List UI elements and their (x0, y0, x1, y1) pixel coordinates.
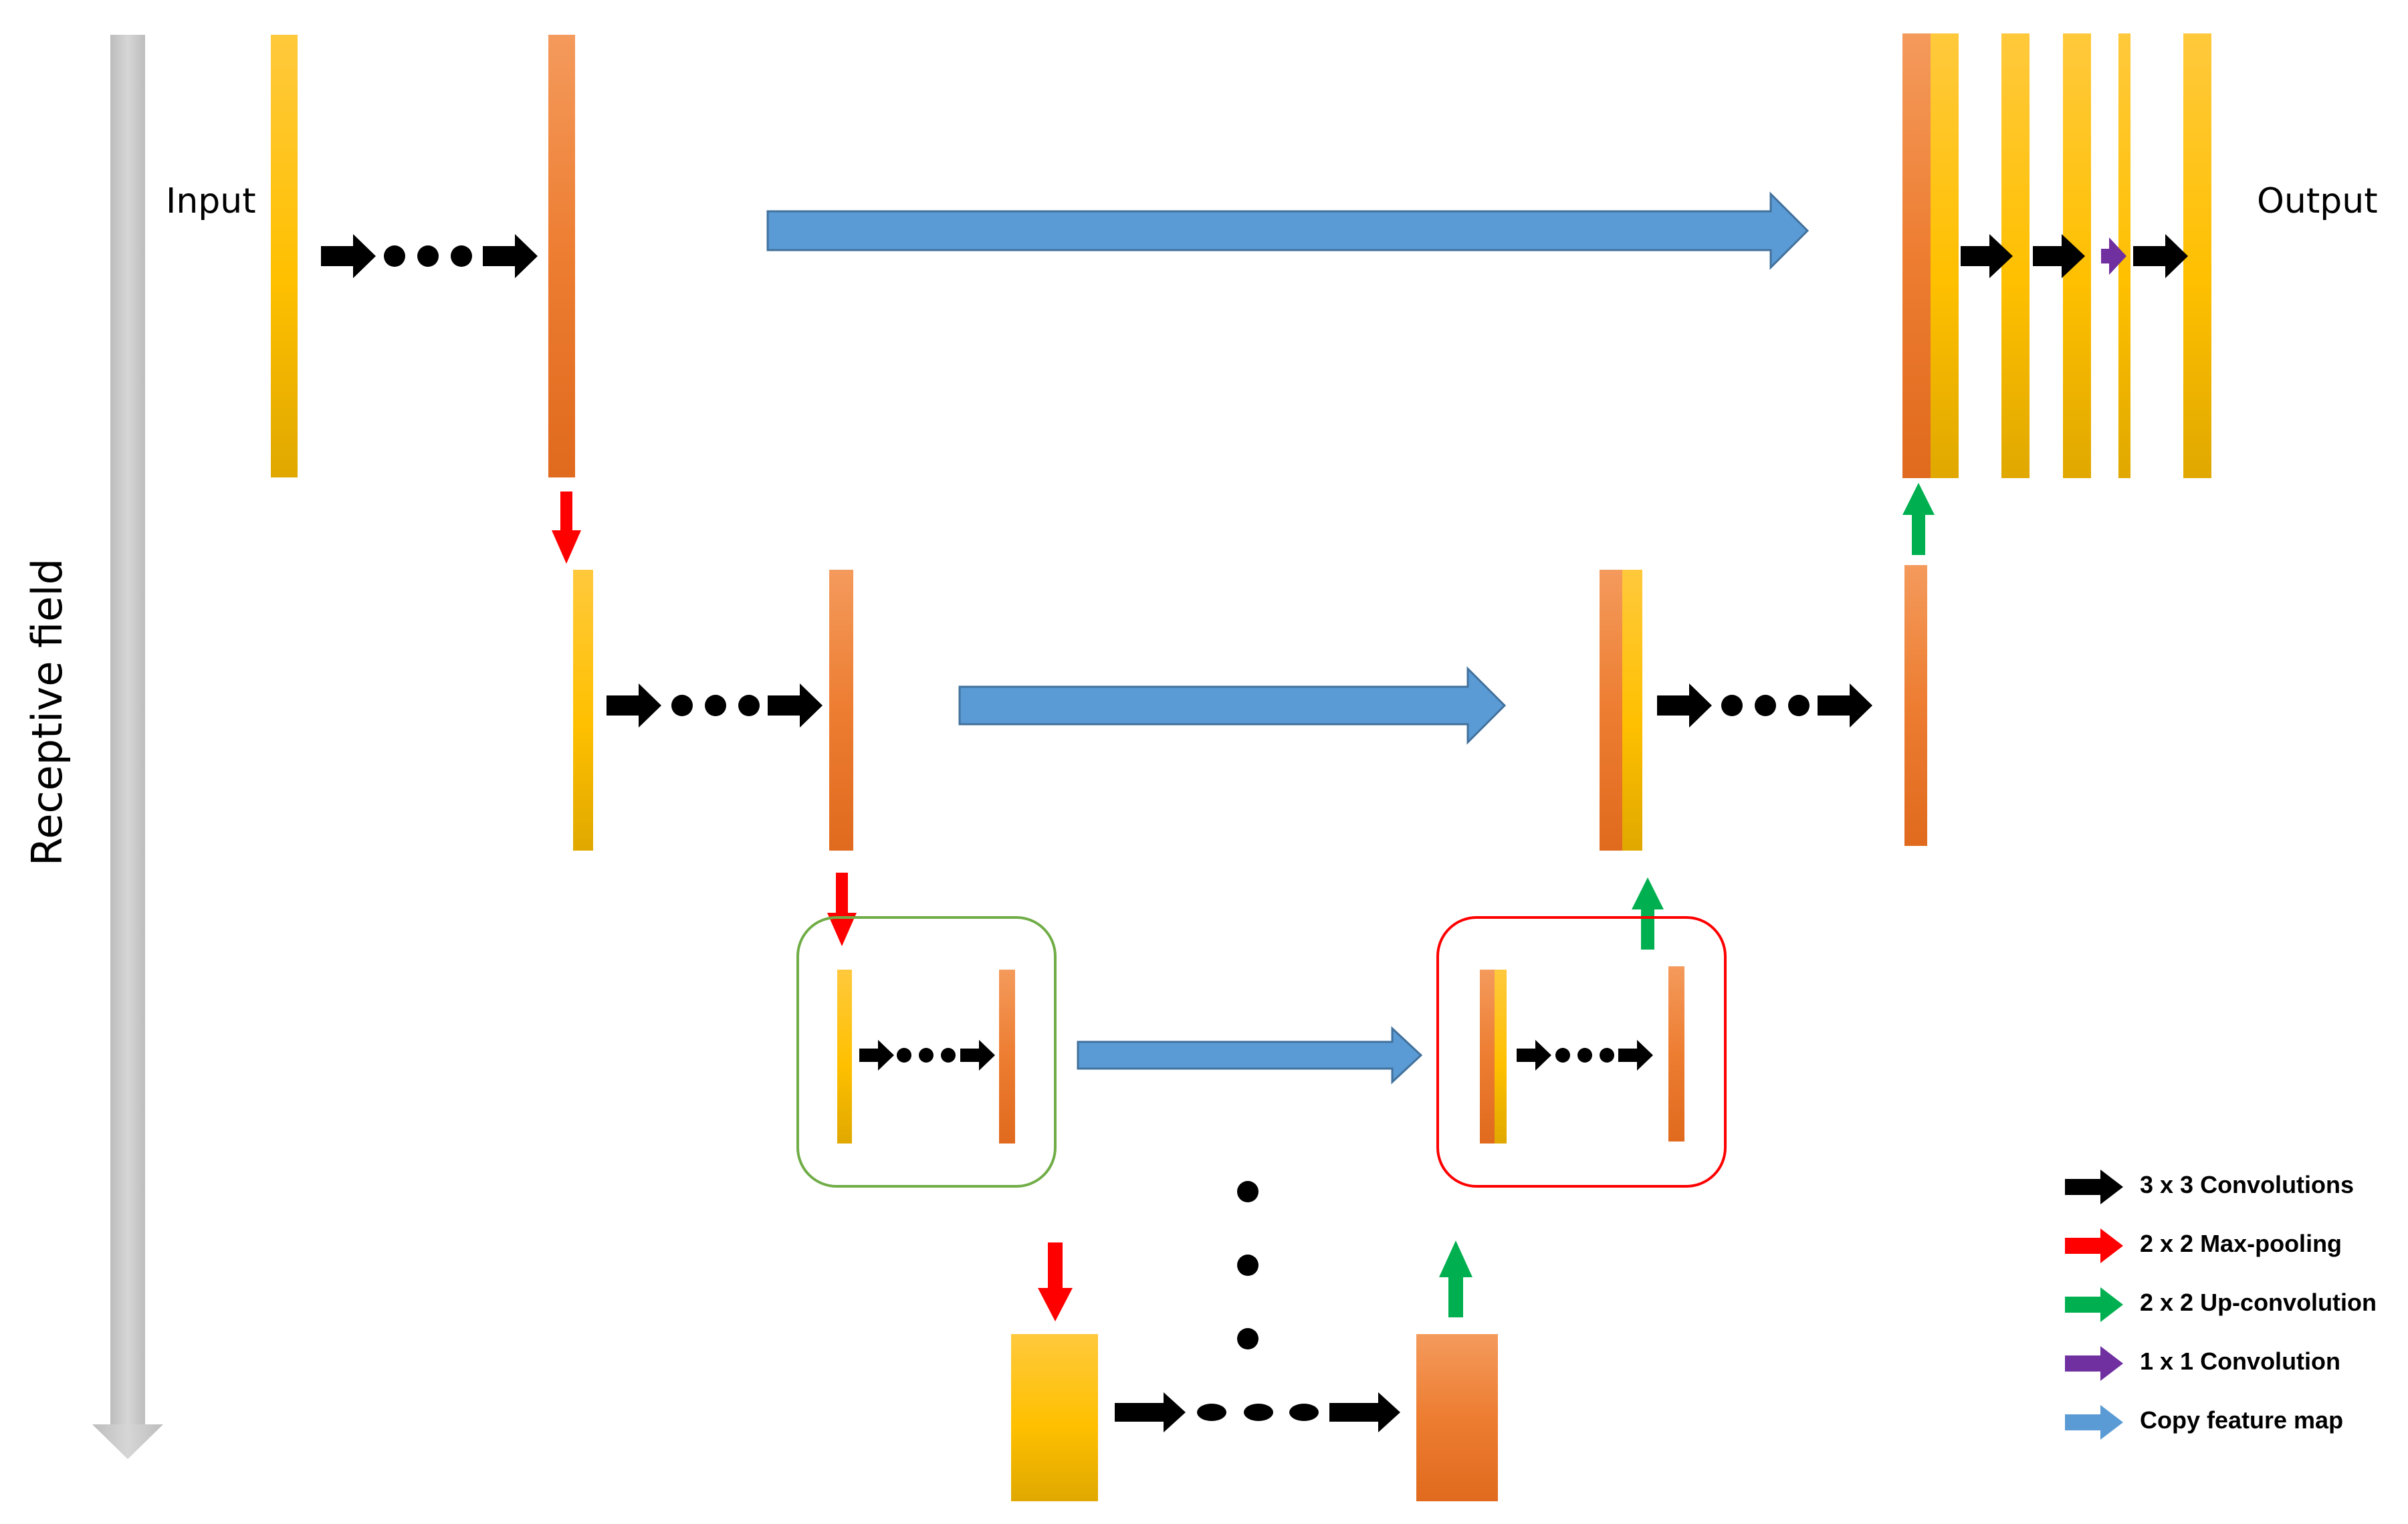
vertical-ellipsis (1237, 1181, 1258, 1349)
legend-item-pool: 2 x 2 Max-pooling (2065, 1228, 2342, 1263)
conv-chain-l2-decoder (1657, 683, 1872, 728)
output-feature-map (2183, 33, 2211, 478)
decoder-block-box (1436, 916, 1727, 1188)
copy-arrow-l3 (1077, 1026, 1423, 1085)
output-label: Output (2257, 181, 2378, 221)
input-feature-map (271, 35, 298, 477)
legend-item-upconv: 2 x 2 Up-convolution (2065, 1287, 2377, 1322)
encoder-l3-output-map (999, 970, 1015, 1144)
input-label: Input (166, 181, 256, 221)
conv-chain-l3-decoder (1517, 1040, 1653, 1071)
conv-chain-l3-encoder (859, 1040, 995, 1071)
receptive-field-arrow (92, 35, 163, 1459)
legend-item-copy: Copy feature map (2065, 1405, 2343, 1440)
encoder-l2-input-map (573, 570, 593, 851)
conv-chain-l1-encoder (321, 234, 538, 278)
pool-arrow-l3 (1038, 1242, 1073, 1321)
upconv-arrow-l1 (1902, 483, 1935, 555)
legend-label-conv3: 3 x 3 Convolutions (2140, 1171, 2354, 1198)
decoder-l1-stack (1902, 33, 2130, 478)
conv1x1-arrow-head (2109, 237, 2126, 275)
upconv-arrow-l2 (1632, 877, 1664, 950)
bottleneck-output-map (1416, 1334, 1498, 1501)
encoder-l1-output-map (548, 35, 575, 477)
conv-chain-l2-encoder (607, 683, 823, 728)
encoder-l3-input-map (837, 970, 852, 1144)
decoder-l3-output-map (1668, 966, 1684, 1141)
legend: 3 x 3 Convolutions 2 x 2 Max-pooling 2 x… (2065, 1170, 2377, 1440)
decoder-l3-input-stack (1480, 970, 1507, 1144)
copy-arrow-l1 (766, 191, 1810, 270)
encoder-l2-output-map (829, 570, 853, 851)
legend-label-conv1: 1 x 1 Convolution (2140, 1347, 2340, 1375)
encoder-block-box (796, 916, 1057, 1188)
pool-arrow-l2 (827, 873, 857, 946)
legend-label-pool: 2 x 2 Max-pooling (2140, 1230, 2342, 1257)
decoder-l2-input-stack (1600, 570, 1642, 851)
bottleneck-input-map (1011, 1334, 1098, 1501)
copy-arrow-l2 (958, 666, 1507, 745)
conv-arrows-l1-decoder (1961, 234, 2188, 278)
upconv-arrow-l3 (1439, 1240, 1472, 1317)
conv1x1-arrow (2101, 249, 2110, 263)
legend-label-copy: Copy feature map (2140, 1406, 2343, 1434)
legend-label-upconv: 2 x 2 Up-convolution (2140, 1289, 2377, 1316)
receptive-field-label: Receptive field (23, 558, 72, 866)
legend-item-conv3: 3 x 3 Convolutions (2065, 1170, 2354, 1204)
conv-chain-bottleneck (1115, 1392, 1400, 1432)
pool-arrow-l1 (552, 492, 581, 564)
legend-item-conv1: 1 x 1 Convolution (2065, 1346, 2340, 1381)
decoder-l2-output-map (1904, 565, 1927, 846)
